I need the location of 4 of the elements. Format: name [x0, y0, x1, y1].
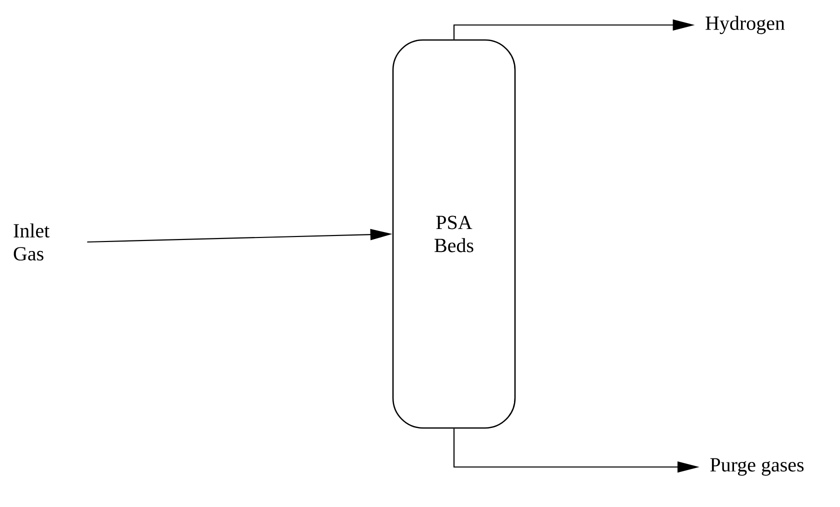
stream-label: Hydrogen — [706, 16, 785, 34]
stream-label: Inlet Gas — [14, 223, 50, 261]
vessel-drawing: PSA Beds — [392, 39, 516, 429]
stream-label: Purge gases — [710, 458, 804, 476]
